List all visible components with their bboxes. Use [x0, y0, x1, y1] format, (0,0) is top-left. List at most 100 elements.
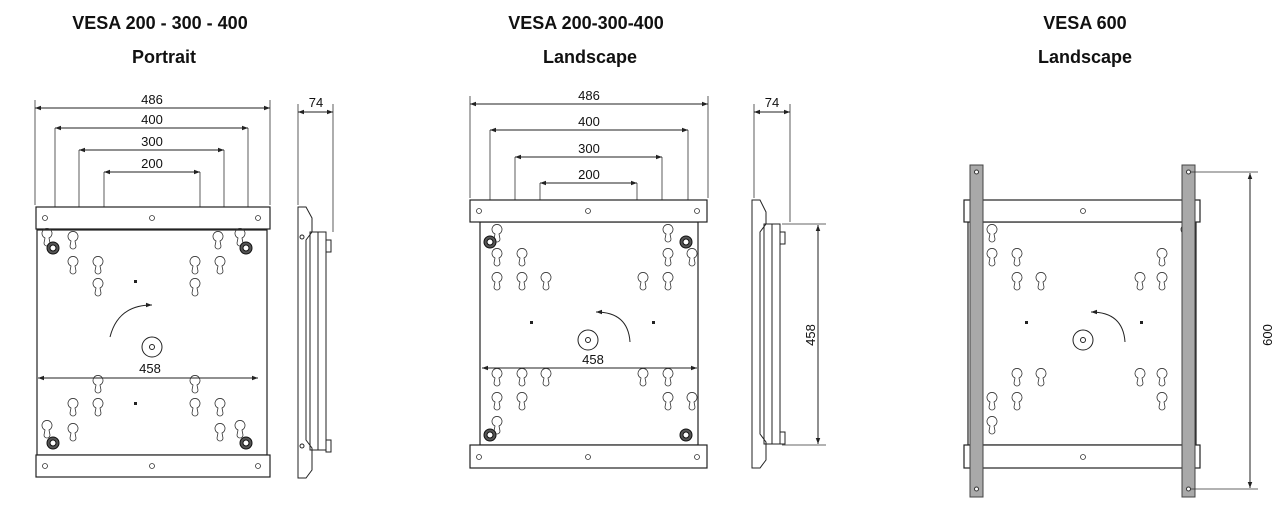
panel-title: VESA 600: [1043, 13, 1126, 33]
dimension-label: 458: [803, 324, 818, 346]
keyhole: [491, 392, 503, 411]
panel-subtitle: Landscape: [1038, 47, 1132, 67]
center-pin: [577, 329, 599, 351]
rotation-arrow-icon: [109, 302, 153, 338]
keyhole: [637, 272, 649, 291]
keyhole: [214, 423, 226, 442]
dimension-label: 600: [1260, 324, 1275, 346]
dimension-label: 458: [582, 352, 604, 367]
keyhole: [986, 248, 998, 267]
keyhole: [189, 398, 201, 417]
screw-hole: [42, 463, 48, 469]
top-bar: [35, 206, 271, 230]
bolt: [49, 244, 57, 252]
dimension-label: 486: [141, 92, 163, 107]
keyhole: [540, 368, 552, 387]
screw-hole: [1080, 454, 1086, 460]
keyhole: [67, 231, 79, 250]
keyhole: [234, 228, 246, 247]
bolt: [242, 244, 250, 252]
mounting-plate: [36, 229, 268, 456]
dimension-458: 458: [38, 361, 258, 381]
keyhole: [491, 368, 503, 387]
keyhole: [1156, 272, 1168, 291]
dimension-label: 74: [309, 95, 323, 110]
screw-hole: [255, 215, 261, 221]
keyhole: [1035, 368, 1047, 387]
keyhole: [92, 278, 104, 297]
bottom-bar: [963, 444, 1201, 469]
keyhole: [516, 392, 528, 411]
center-pin: [141, 336, 163, 358]
keyhole: [516, 272, 528, 291]
center-pin: [1072, 329, 1094, 351]
keyhole: [986, 392, 998, 411]
keyhole: [67, 256, 79, 275]
keyhole-pattern: [476, 208, 700, 460]
keyhole: [516, 248, 528, 267]
dimension-label: 300: [141, 134, 163, 149]
keyhole: [516, 368, 528, 387]
top-bar: [963, 199, 1201, 223]
keyhole: [92, 256, 104, 275]
screw-hole: [694, 208, 700, 214]
keyhole: [1035, 272, 1047, 291]
keyhole: [662, 392, 674, 411]
mounting-plate: [479, 221, 699, 446]
keyhole: [1156, 392, 1168, 411]
mounting-plate: [967, 221, 1197, 446]
bolt: [682, 238, 690, 246]
keyhole: [189, 278, 201, 297]
screw-hole: [694, 454, 700, 460]
keyhole: [1134, 368, 1146, 387]
keyhole: [212, 231, 224, 250]
panel-title: VESA 200 - 300 - 400: [72, 13, 247, 33]
dimension-label: 400: [141, 112, 163, 127]
panel-landscape: VESA 200-300-400 Landscape 486 400 300 2…: [469, 13, 826, 469]
dimension-label: 400: [578, 114, 600, 129]
panel-vesa-600: VESA 600 Landscape 600: [963, 13, 1275, 498]
dimension-label: 74: [765, 95, 779, 110]
keyhole: [41, 228, 53, 247]
keyhole: [1011, 248, 1023, 267]
screw-hole: [1080, 208, 1086, 214]
screw-hole: [585, 454, 591, 460]
keyhole: [662, 368, 674, 387]
screw-hole: [585, 208, 591, 214]
dimension-458: 458: [482, 352, 697, 371]
keyhole: [662, 272, 674, 291]
rotation-arrow-icon: [595, 309, 631, 343]
dimension-486: 486: [34, 92, 271, 205]
keyhole: [214, 256, 226, 275]
keyhole: [67, 423, 79, 442]
keyhole: [491, 272, 503, 291]
keyhole: [686, 392, 698, 411]
panel-portrait: VESA 200 - 300 - 400 Portrait 486 400 30…: [34, 13, 334, 479]
dimension-label: 200: [141, 156, 163, 171]
bottom-bar: [35, 454, 271, 478]
panel-subtitle: Portrait: [132, 47, 196, 67]
keyhole: [92, 398, 104, 417]
keyhole: [1156, 248, 1168, 267]
dimension-486: 486: [469, 88, 709, 198]
bolt: [49, 439, 57, 447]
keyhole: [1134, 272, 1146, 291]
screw-hole: [476, 454, 482, 460]
panel-subtitle: Landscape: [543, 47, 637, 67]
keyhole: [662, 224, 674, 243]
keyhole: [540, 272, 552, 291]
keyhole: [234, 420, 246, 439]
vesa-600-rail-left: [969, 164, 984, 498]
dimension-label: 200: [578, 167, 600, 182]
keyhole: [214, 398, 226, 417]
screw-hole: [476, 208, 482, 214]
keyhole: [1011, 368, 1023, 387]
vesa-600-rail-right: [1181, 164, 1196, 498]
keyhole: [1011, 272, 1023, 291]
side-view: 74 458: [751, 95, 826, 469]
screw-hole: [149, 463, 155, 469]
bolt: [682, 431, 690, 439]
bottom-bar: [469, 444, 708, 469]
dimension-label: 300: [578, 141, 600, 156]
